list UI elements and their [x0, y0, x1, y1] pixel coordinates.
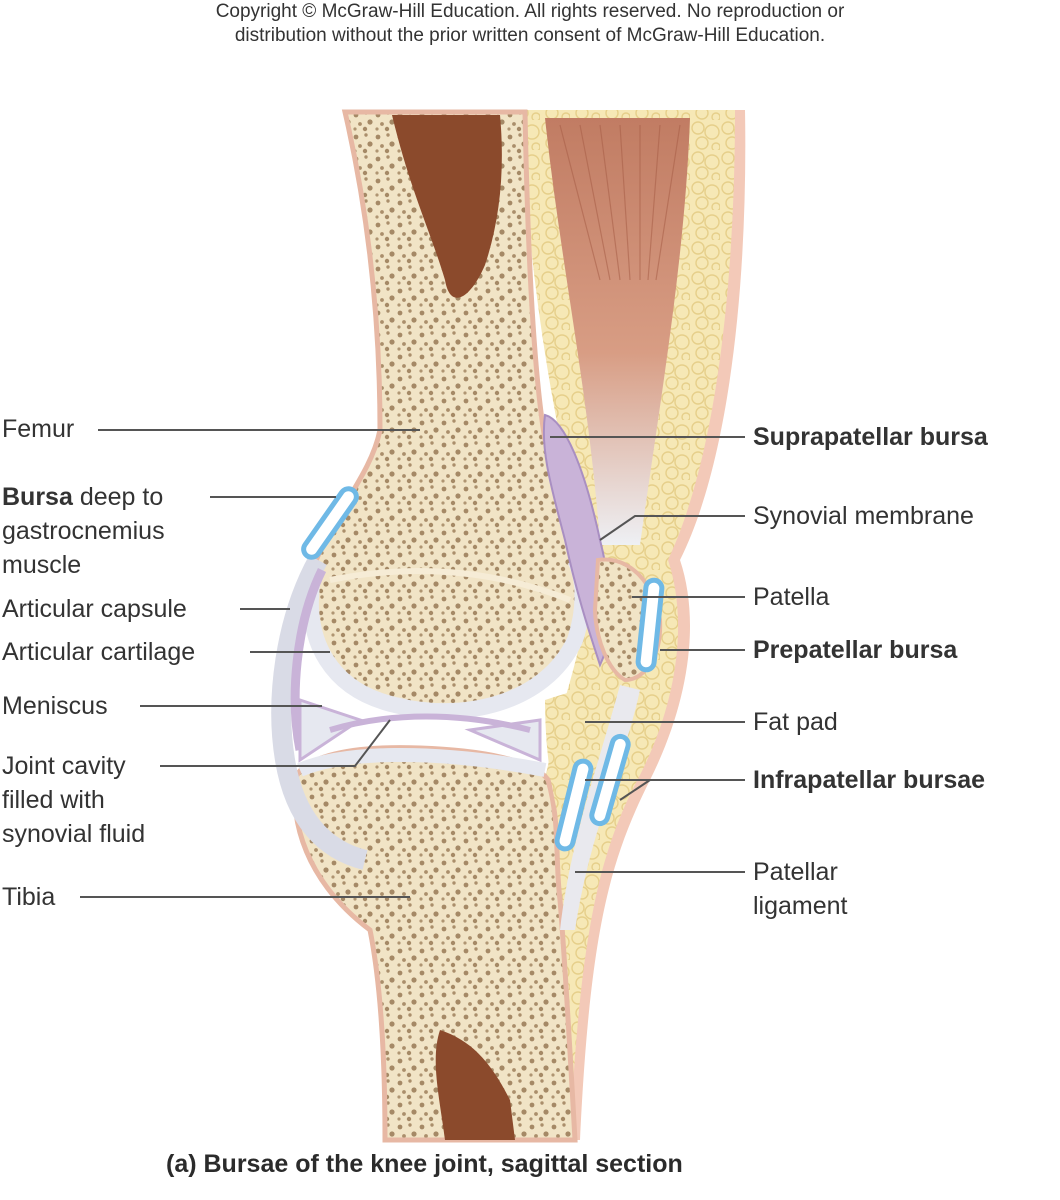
femur-marrow [392, 115, 502, 298]
copyright-line-1: Copyright © McGraw-Hill Education. All r… [215, 1, 845, 22]
label-articular-capsule: Articular capsule [2, 595, 187, 623]
copyright-line-2: distribution without the prior written c… [234, 25, 826, 46]
infrapatellar-bursa-1 [554, 758, 594, 852]
figure-caption: (a) Bursae of the knee joint, sagittal s… [166, 1150, 683, 1178]
label-suprapatellar-bursa: Suprapatellar bursa [753, 423, 988, 451]
synovial-membrane-posterior [290, 568, 327, 751]
label-articular-cartilage: Articular cartilage [2, 638, 196, 666]
label-joint-cavity: Joint cavity filled with synovial fluid [2, 749, 145, 851]
leader-lines-right [550, 436, 745, 873]
label-prepatellar-bursa: Prepatellar bursa [753, 636, 958, 664]
label-femur: Femur [2, 415, 75, 443]
femur-cartilage [302, 556, 591, 720]
label-bursa-bold: Bursa [2, 483, 73, 511]
label-patellar-ligament-2: ligament [753, 892, 848, 920]
label-tibia: Tibia [2, 883, 56, 911]
leader-synovial [599, 515, 745, 541]
tibia-cartilage [297, 748, 547, 777]
label-bursa-rest1: deep to [72, 483, 164, 511]
leader-lines-left [80, 429, 420, 898]
prepatellar-bursa-shape [635, 577, 665, 673]
label-fat-pad: Fat pad [753, 708, 838, 736]
label-meniscus: Meniscus [2, 692, 108, 720]
label-infrapatellar-bursae: Infrapatellar bursae [753, 766, 986, 794]
label-bursa-rest2: gastrocnemius [2, 517, 165, 545]
leader-infrapatellar-2 [619, 779, 651, 801]
bursa-gastrocnemius [301, 486, 359, 560]
label-patellar-ligament: Patellar ligament [753, 855, 848, 923]
label-joint-cavity-2: filled with [2, 786, 105, 814]
label-joint-cavity-3: synovial fluid [2, 820, 146, 848]
tibia-bone [292, 745, 578, 1143]
label-joint-cavity-1: Joint cavity [2, 752, 126, 780]
skin-layer [560, 110, 746, 1140]
muscle-fibers [559, 124, 681, 281]
tibia-marrow [435, 1030, 515, 1140]
joint-cavity [329, 713, 531, 733]
copyright-notice: Copyright © McGraw-Hill Education. All r… [0, 0, 1060, 48]
label-bursa-gastrocnemius: Bursa deep to gastrocnemius muscle [2, 480, 165, 582]
femur-epiphyseal-line [329, 568, 572, 603]
leader-joint-cavity [160, 719, 391, 767]
articular-capsule [271, 555, 368, 870]
label-patellar-ligament-1: Patellar [753, 858, 838, 886]
label-patella: Patella [753, 583, 830, 611]
label-synovial-membrane: Synovial membrane [753, 502, 974, 530]
label-bursa-rest3: muscle [2, 551, 82, 579]
quadriceps-muscle [545, 118, 690, 545]
